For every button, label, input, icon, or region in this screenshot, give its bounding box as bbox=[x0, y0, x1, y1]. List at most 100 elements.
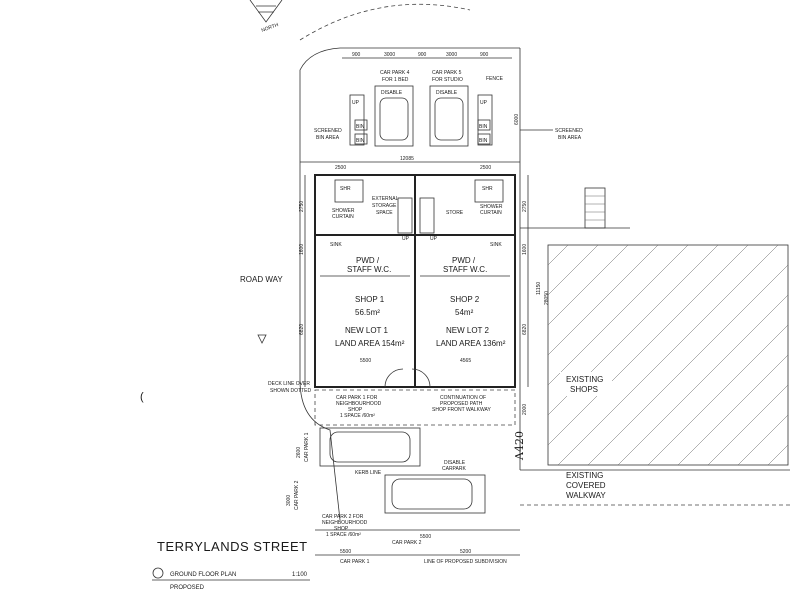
existing-shops-1: EXISTING bbox=[566, 375, 603, 384]
right-dim-1600: 1600 bbox=[522, 244, 528, 255]
pwd-right-2: STAFF W.C. bbox=[443, 265, 487, 274]
dim-top-2: 3000 bbox=[384, 52, 395, 58]
deck-line-1: DECK LINE OVER bbox=[268, 381, 310, 387]
line-subdivision: LINE OF PROPOSED SUBDIVISION bbox=[424, 559, 507, 565]
bin-label-1: BIN bbox=[356, 124, 365, 130]
north-arrow: NORTH bbox=[249, 0, 283, 34]
shop2-name: SHOP 2 bbox=[450, 295, 480, 304]
cp1-note-3: SHOP bbox=[348, 407, 363, 413]
dim-2500-right: 2500 bbox=[480, 165, 491, 171]
cp1-note-1: CAR PARK 1 FOR bbox=[336, 395, 378, 401]
cp1-note-4: 1 SPACE /60m² bbox=[340, 413, 375, 419]
sink-right: SINK bbox=[490, 242, 502, 248]
walkway-1: EXISTING bbox=[566, 471, 603, 480]
car-park-1-bottom: CAR PARK 1 bbox=[340, 559, 370, 565]
street-title: TERRYLANDS STREET bbox=[157, 539, 308, 554]
cp2-note-3: SHOP bbox=[334, 526, 349, 532]
site-boundary-top bbox=[299, 47, 520, 165]
dim-2000: 2000 bbox=[522, 404, 528, 415]
car-park-2-bottom: CAR PARK 2 bbox=[392, 540, 422, 546]
ext-storage-2: STORAGE bbox=[372, 203, 397, 209]
kerb-line: KERB LINE bbox=[355, 470, 382, 476]
dim-bottom-5500: 5500 bbox=[340, 549, 351, 555]
right-dim-28050: 28050 bbox=[544, 291, 550, 305]
disable-carpark-2: CARPARK bbox=[442, 466, 466, 472]
disable-label-5: DISABLE bbox=[436, 90, 458, 96]
shr-left: SHR SHOWER CURTAIN EXTERNAL STORAGE SPAC… bbox=[330, 179, 413, 248]
walkway-2: COVERED bbox=[566, 481, 606, 490]
car-park-2-side: CAR PARK 2 bbox=[294, 480, 300, 510]
dim-12085: 12085 bbox=[400, 156, 414, 162]
car-park-1-bay: 2600 CAR PARK 1 bbox=[296, 427, 421, 467]
ext-storage-1: EXTERNAL bbox=[372, 196, 399, 202]
dim-2500-left: 2500 bbox=[335, 165, 346, 171]
pwd-left-2: STAFF W.C. bbox=[347, 265, 391, 274]
legend-scale: 1:100 bbox=[292, 572, 308, 578]
up-label-bin-right: UP bbox=[480, 100, 488, 106]
cp1-note-2: NEIGHBOURHOOD bbox=[336, 401, 382, 407]
right-side-dims: 2750 1600 6820 11150 28050 bbox=[522, 175, 550, 387]
shop-1: SHOP 1 56.5m² NEW LOT 1 LAND AREA 154m² … bbox=[335, 295, 405, 364]
right-dim-11150: 11150 bbox=[536, 282, 542, 295]
door-shop-1 bbox=[384, 368, 404, 388]
dim-3000: 3000 bbox=[286, 495, 292, 506]
north-label: NORTH bbox=[261, 22, 280, 34]
dim-5500: 5500 bbox=[360, 358, 371, 364]
handwritten-note: A420 bbox=[513, 431, 526, 461]
car-park-2-bay: 3000 CAR PARK 2 bbox=[286, 474, 486, 514]
sink-left: SINK bbox=[330, 242, 342, 248]
cp2-note-4: 1 SPACE /60m² bbox=[326, 532, 361, 538]
ext-storage-3: SPACE bbox=[376, 210, 393, 216]
existing-shops: EXISTING SHOPS bbox=[547, 244, 789, 466]
fence-label: FENCE bbox=[486, 76, 504, 82]
car-park-5: CAR PARK 5 FOR STUDIO DISABLE bbox=[429, 70, 469, 147]
shop1-land: LAND AREA 154m² bbox=[335, 339, 405, 348]
shop2-lot: NEW LOT 2 bbox=[446, 326, 490, 335]
disable-carpark-1: DISABLE bbox=[444, 460, 466, 466]
dim-top-5: 900 bbox=[480, 52, 489, 58]
legend-subtitle: PROPOSED bbox=[170, 585, 205, 591]
car-park-5-sub: FOR STUDIO bbox=[432, 77, 463, 83]
side-dim-6820: 6820 bbox=[299, 324, 305, 335]
car-park-4-label: CAR PARK 4 bbox=[380, 70, 410, 76]
right-dim-6820: 6820 bbox=[522, 324, 528, 335]
site-boundary-left bbox=[299, 165, 341, 521]
screened-bin-right-2: BIN AREA bbox=[558, 135, 582, 141]
pwd-left-1: PWD / bbox=[356, 256, 380, 265]
front-apron bbox=[314, 389, 516, 426]
deck-line-2: SHOWN DOTTED bbox=[270, 388, 311, 394]
dim-bottom-5200: 5200 bbox=[460, 549, 471, 555]
shr-left-label: SHR bbox=[340, 186, 351, 192]
car-park-5-label: CAR PARK 5 bbox=[432, 70, 462, 76]
bin-label-3: BIN bbox=[479, 124, 488, 130]
external-stair bbox=[520, 187, 630, 229]
shop-2: SHOP 2 54m² NEW LOT 2 LAND AREA 136m² 45… bbox=[436, 295, 506, 364]
bin-area-right: UP BIN BIN SCREENED BIN AREA bbox=[477, 94, 583, 146]
dim-top-1: 900 bbox=[352, 52, 361, 58]
legend-title: GROUND FLOOR PLAN bbox=[170, 572, 236, 578]
disable-label-4: DISABLE bbox=[381, 90, 403, 96]
existing-shops-2: SHOPS bbox=[570, 385, 598, 394]
shop1-area: 56.5m² bbox=[355, 308, 380, 317]
dim-top-3: 900 bbox=[418, 52, 427, 58]
dim-top-4: 3000 bbox=[446, 52, 457, 58]
shower-curtain-left-2: CURTAIN bbox=[332, 214, 354, 220]
top-dimension-strip: 900 3000 900 3000 900 bbox=[342, 52, 512, 59]
shower-curtain-left-1: SHOWER bbox=[332, 208, 355, 214]
car-park-4-sub: FOR 1 BED bbox=[382, 77, 409, 83]
path-note-3: SHOP FRONT WALKWAY bbox=[432, 407, 491, 413]
shop1-name: SHOP 1 bbox=[355, 295, 385, 304]
dim-4565: 4565 bbox=[460, 358, 471, 364]
shop2-area: 54m² bbox=[455, 308, 474, 317]
screened-bin-left-1: SCREENED bbox=[314, 128, 342, 134]
road-arrow bbox=[257, 334, 267, 344]
path-note-1: CONTINUATION OF bbox=[440, 395, 486, 401]
path-note-2: PROPOSED PATH bbox=[440, 401, 483, 407]
car-park-1-side: CAR PARK 1 bbox=[304, 432, 310, 462]
up-label-bin-left: UP bbox=[352, 100, 360, 106]
screened-bin-right-1: SCREENED bbox=[555, 128, 583, 134]
store-label: STORE bbox=[446, 210, 464, 216]
cp2-note-1: CAR PARK 2 FOR bbox=[322, 514, 364, 520]
dim-2600: 2600 bbox=[296, 447, 302, 458]
